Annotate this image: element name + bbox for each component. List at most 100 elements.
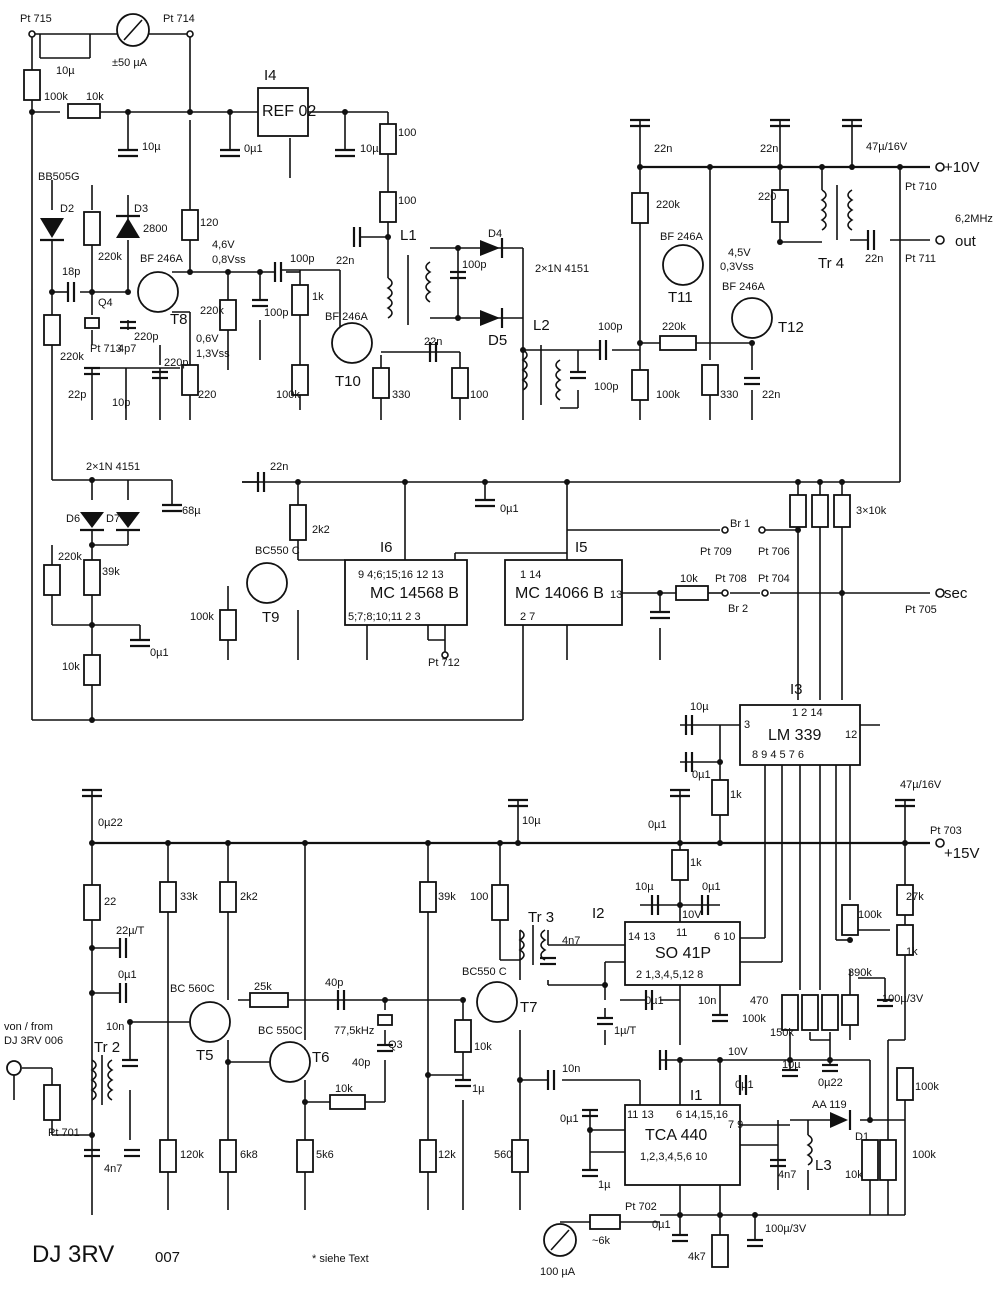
diode-d6-icon	[80, 512, 104, 528]
inductor-symbols	[84, 185, 854, 1166]
tr2-ref: Tr 2	[94, 1039, 120, 1056]
text-labels: Pt 715 Pt 714 ±50 µA I4 REF 02 +10V Pt 7…	[4, 13, 993, 1278]
c-value: 0µ1	[150, 647, 169, 659]
c-value: 0µ1	[560, 1113, 579, 1125]
t8-type: BF 246A	[140, 253, 183, 265]
transistor-t9-icon	[246, 562, 288, 604]
sec-label: sec	[944, 585, 968, 602]
meter-bottom-range: 100 µA	[540, 1266, 576, 1278]
i2-part: SO 41P	[655, 945, 711, 962]
q3-ref: Q3	[388, 1039, 403, 1051]
c-value: 10µ	[56, 65, 75, 77]
i5-pins-top: 1 14	[520, 569, 541, 581]
footer-note: * siehe Text	[312, 1253, 369, 1265]
transistor-t5-icon	[189, 1001, 231, 1043]
r-value: 220k	[662, 321, 686, 333]
pt-705-label: Pt 705	[905, 604, 937, 616]
i5-pins-right: 13	[610, 589, 622, 601]
t5-type: BC 560C	[170, 983, 215, 995]
i4-ref: I4	[264, 67, 277, 84]
pt-712-label: Pt 712	[428, 657, 460, 669]
pt-703-label: Pt 703	[930, 825, 962, 837]
c-value: 10µ	[360, 143, 379, 155]
r-value: 100k	[44, 91, 68, 103]
d1-ref: D1	[855, 1131, 869, 1143]
i2-supply: 10V	[682, 909, 702, 921]
c-value: 0µ1	[692, 769, 711, 781]
c-value: 10µ	[690, 701, 709, 713]
diode-d3-icon	[116, 218, 140, 238]
transistor-t11-icon	[662, 244, 704, 286]
c-value: 4n7	[778, 1169, 796, 1181]
footer-number: 007	[155, 1249, 180, 1266]
terminal-pt712	[441, 651, 449, 659]
r-value: 100k	[276, 389, 300, 401]
c-value: 100p	[264, 307, 288, 319]
c-value: 22n	[336, 255, 354, 267]
pt-715-label: Pt 715	[20, 13, 52, 25]
t11-ref: T11	[668, 289, 693, 306]
crystal-q3-icon	[377, 1014, 393, 1026]
transformer-tr2-icon	[90, 1059, 97, 1101]
terminal-pt715	[28, 30, 36, 38]
meter-bottom-resistor: ~6k	[592, 1235, 611, 1247]
t6-type: BC 550C	[258, 1025, 303, 1037]
rail-10v-label: +10V	[944, 159, 979, 176]
r-value: 1k	[312, 291, 324, 303]
d4-type: 2×1N 4151	[535, 263, 589, 275]
r-value: 5k6	[316, 1149, 334, 1161]
r-value: 220k	[98, 251, 122, 263]
i1-part: TCA 440	[645, 1127, 707, 1144]
r-value: 100k	[915, 1081, 939, 1093]
t9-type: BC550 C	[255, 545, 300, 557]
pt-710-label: Pt 710	[905, 181, 937, 193]
t5-ref: T5	[196, 1047, 214, 1064]
d4-ref: D4	[488, 228, 502, 240]
r-value: 220k	[200, 305, 224, 317]
r-value: 10k	[86, 91, 104, 103]
r-value: 39k	[102, 566, 120, 578]
inductor-l1-icon	[386, 277, 393, 319]
c-value: 22µ/T	[116, 925, 145, 937]
d3-type: 2800	[143, 223, 167, 235]
r-value: 220k	[58, 551, 82, 563]
r-value: 1k	[730, 789, 742, 801]
value-labels-lower: 22 33k 2k2 120k 6k8 5k6 39k 12k 100 10k …	[98, 701, 942, 1263]
i5-pins-bottom: 2 7	[520, 611, 535, 623]
r-value: 27k	[906, 891, 924, 903]
t8-volt-lower-ac: 1,3Vss	[196, 348, 230, 360]
i1-pins-bottom: 1,2,3,4,5,6 10	[640, 1151, 707, 1163]
r-value: 10k	[845, 1169, 863, 1181]
inductor-l2-icon	[521, 349, 528, 391]
pt-713-label: Pt 713	[90, 343, 122, 355]
r-value: 100k	[912, 1149, 936, 1161]
c-value: 0µ1	[500, 503, 519, 515]
d6-d7-type: 2×1N 4151	[86, 461, 140, 473]
t11-type: BF 246A	[660, 231, 703, 243]
c-value: 0µ22	[818, 1077, 843, 1089]
diode-d5-icon	[480, 310, 500, 326]
t11-volt-ac: 0,3Vss	[720, 261, 754, 273]
output-label: out	[955, 233, 977, 250]
t10-type: BF 246A	[325, 311, 368, 323]
i2-pins-bottom: 2 1,3,4,5,12 8	[636, 969, 703, 981]
c-value: 22p	[68, 389, 86, 401]
capacitor-plates	[66, 118, 915, 1248]
c-value: 0µ1	[652, 1219, 671, 1231]
lower-wiring	[13, 724, 930, 1240]
c-value: 0µ1	[735, 1079, 754, 1091]
c-value: 1µ	[598, 1179, 611, 1191]
i6-part: MC 14568 B	[370, 585, 459, 602]
footer-title: DJ 3RV	[32, 1241, 114, 1268]
c-value: 68µ	[182, 505, 201, 517]
r-value: 220k	[656, 199, 680, 211]
c-value: 22n	[270, 461, 288, 473]
transistor-t6-icon	[269, 1041, 311, 1083]
rail-15v-label: +15V	[944, 845, 979, 862]
i3-part: LM 339	[768, 727, 821, 744]
c-value: 0µ1	[648, 819, 667, 831]
l2-ref: L2	[533, 317, 550, 334]
junctions	[29, 109, 908, 1218]
t7-ref: T7	[520, 999, 538, 1016]
l1-ref: L1	[400, 227, 417, 244]
